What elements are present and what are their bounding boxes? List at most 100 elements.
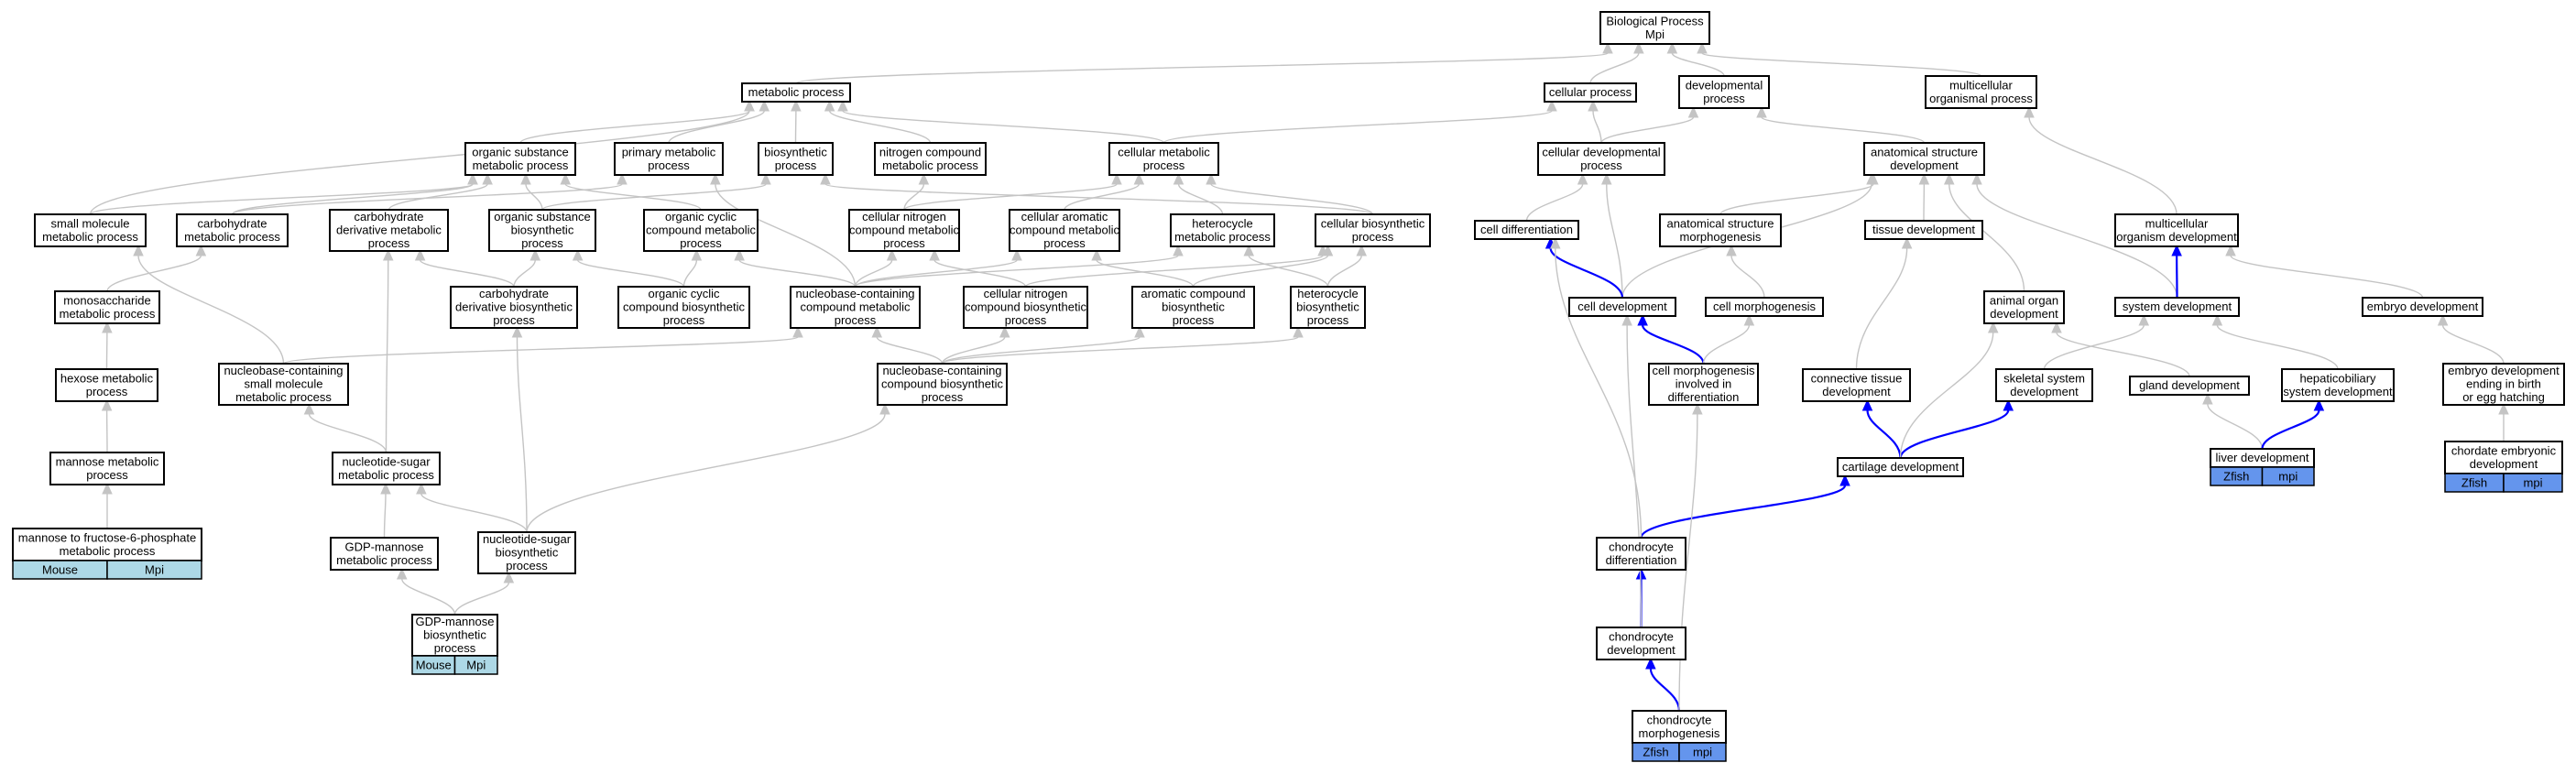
edge-nsugar_bio-to-nsugar_met bbox=[416, 482, 528, 533]
edge-carbohydrate_met-to-organic_subst_met bbox=[231, 172, 478, 215]
node-box bbox=[477, 531, 576, 574]
node-label-line: skeletal system bbox=[2003, 371, 2085, 385]
node-metabolic[interactable]: metabolic process bbox=[741, 82, 851, 103]
edges-layer bbox=[89, 41, 2509, 712]
node-box bbox=[2281, 368, 2395, 402]
node-label-line: metabolic process bbox=[184, 230, 280, 244]
edge-chondro_dev-to-cell_development bbox=[1621, 313, 1643, 628]
node-cell-diff[interactable]: cell differentiation bbox=[1474, 220, 1579, 240]
svg-text:Mpi: Mpi bbox=[145, 563, 164, 577]
node-box bbox=[1474, 220, 1579, 240]
node-box bbox=[1925, 75, 2037, 109]
node-label-line: development bbox=[1990, 307, 2058, 321]
node-label-line: development bbox=[1822, 385, 1891, 398]
edge-organic_subst_bio-to-biosynthetic bbox=[541, 172, 771, 211]
node-label-line: nucleobase-containing bbox=[882, 364, 1001, 377]
svg-text:mpi: mpi bbox=[1693, 746, 1712, 759]
node-label-line: organic cyclic bbox=[648, 287, 720, 300]
node-mannose-f6p[interactable]: mannose to fructose-6-phosphatemetabolic… bbox=[12, 528, 202, 580]
edge-cellular_met-to-cellular bbox=[1162, 99, 1557, 144]
node-box bbox=[877, 363, 1008, 406]
node-gland[interactable]: gland development bbox=[2129, 376, 2250, 396]
node-box bbox=[49, 452, 165, 485]
node-tissue-dev[interactable]: tissue development bbox=[1864, 220, 1983, 240]
edge-carb_deriv_bio-to-organic_subst_bio bbox=[513, 248, 541, 288]
edge-carbohydrate_met-to-primary_met bbox=[231, 172, 628, 215]
node-box bbox=[790, 286, 921, 329]
node-label-line: metabolic process bbox=[60, 544, 156, 558]
node-embryo-dev[interactable]: embryo development bbox=[2362, 297, 2483, 317]
node-label-line: cellular biosynthetic bbox=[1321, 216, 1425, 230]
node-box bbox=[1863, 142, 1985, 176]
node-box bbox=[329, 209, 449, 252]
gene-tag: mpi bbox=[2261, 466, 2315, 486]
node-label-line: process bbox=[86, 468, 128, 482]
node-label-line: embryo development bbox=[2448, 364, 2560, 377]
edge-cell_nitrogen_met-to-nitrogen_met bbox=[903, 172, 930, 211]
node-label-line: process bbox=[775, 158, 817, 172]
edge-monosacch-to-carbohydrate_met bbox=[106, 244, 207, 292]
node-box bbox=[1678, 75, 1770, 109]
node-label-line: liver development bbox=[2216, 451, 2309, 464]
node-cellular[interactable]: cellular process bbox=[1544, 82, 1637, 103]
node-label-line: carbohydrate bbox=[198, 216, 267, 230]
node-system-dev[interactable]: system development bbox=[2114, 297, 2240, 317]
svg-text:Mpi: Mpi bbox=[466, 659, 486, 672]
node-cell-morphogenesis[interactable]: cell morphogenesis bbox=[1705, 297, 1824, 317]
node-label-line: process bbox=[1173, 313, 1215, 327]
edge-gdp_mannose_bio-to-nsugar_bio bbox=[453, 571, 515, 616]
node-label-line: process bbox=[1352, 230, 1394, 244]
node-cell-development[interactable]: cell development bbox=[1568, 297, 1676, 317]
edge-cartilage-to-skeletal bbox=[1899, 398, 2014, 459]
node-cartilage[interactable]: cartilage development bbox=[1837, 457, 1964, 477]
